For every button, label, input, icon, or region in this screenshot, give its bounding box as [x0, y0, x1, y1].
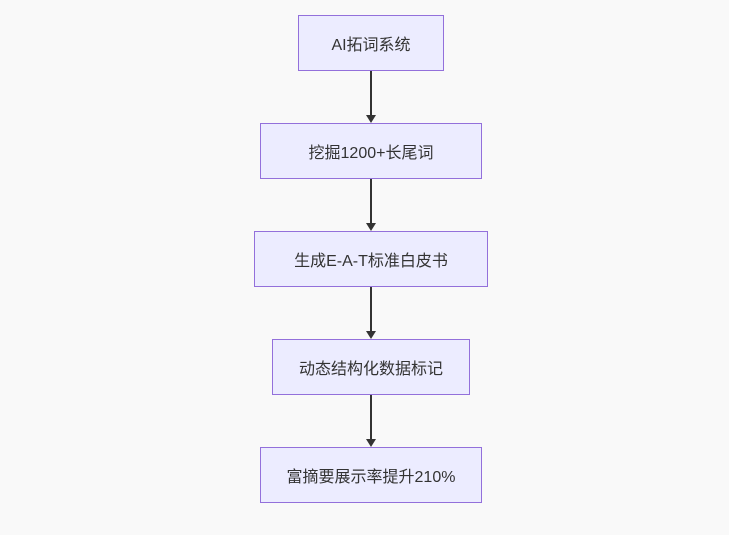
- arrow-down-icon: [370, 179, 372, 223]
- flow-node-structured-data: 动态结构化数据标记: [271, 339, 470, 395]
- arrow-down-icon: [370, 287, 372, 331]
- flowchart: AI拓词系统 挖掘1200+长尾词 生成E-A-T标准白皮书 动态结构化数据标记…: [254, 15, 488, 503]
- flow-node-ai-keyword-system: AI拓词系统: [298, 15, 444, 71]
- flow-node-eat-whitepaper: 生成E-A-T标准白皮书: [254, 231, 488, 287]
- arrow-down-icon: [370, 71, 372, 115]
- flow-node-rich-snippet-result: 富摘要展示率提升210%: [259, 447, 483, 503]
- flow-node-longtail-mining: 挖掘1200+长尾词: [260, 123, 482, 179]
- arrow-down-icon: [370, 395, 372, 439]
